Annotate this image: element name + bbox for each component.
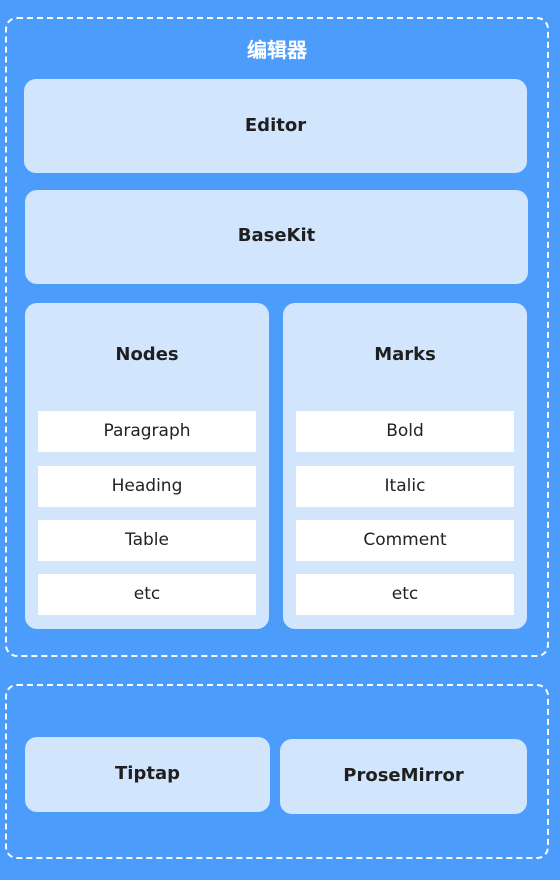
mark-item-etc: etc <box>296 574 514 615</box>
marks-box-title: Marks <box>374 344 436 365</box>
editor-layer-group <box>5 17 549 657</box>
node-item-heading: Heading <box>38 466 256 507</box>
nodes-box-title: Nodes <box>115 344 179 365</box>
node-item-table: Table <box>38 520 256 561</box>
prosemirror-box: ProseMirror <box>280 739 527 814</box>
editor-layer-title: 编辑器 <box>247 38 307 62</box>
mark-item-comment: Comment <box>296 520 514 561</box>
basekit-box: BaseKit <box>25 190 528 284</box>
base-layer-group <box>5 684 549 859</box>
nodes-box: Nodes Paragraph Heading Table etc <box>25 303 269 629</box>
editor-box: Editor <box>24 79 527 173</box>
mark-item-italic: Italic <box>296 466 514 507</box>
prosemirror-box-label: ProseMirror <box>343 765 464 786</box>
basekit-box-label: BaseKit <box>237 225 316 246</box>
node-item-paragraph: Paragraph <box>38 411 256 452</box>
marks-box: Marks Bold Italic Comment etc <box>283 303 527 629</box>
tiptap-box: Tiptap <box>25 737 270 812</box>
editor-box-label: Editor <box>244 115 307 136</box>
tiptap-box-label: Tiptap <box>115 763 180 784</box>
mark-item-bold: Bold <box>296 411 514 452</box>
node-item-etc: etc <box>38 574 256 615</box>
